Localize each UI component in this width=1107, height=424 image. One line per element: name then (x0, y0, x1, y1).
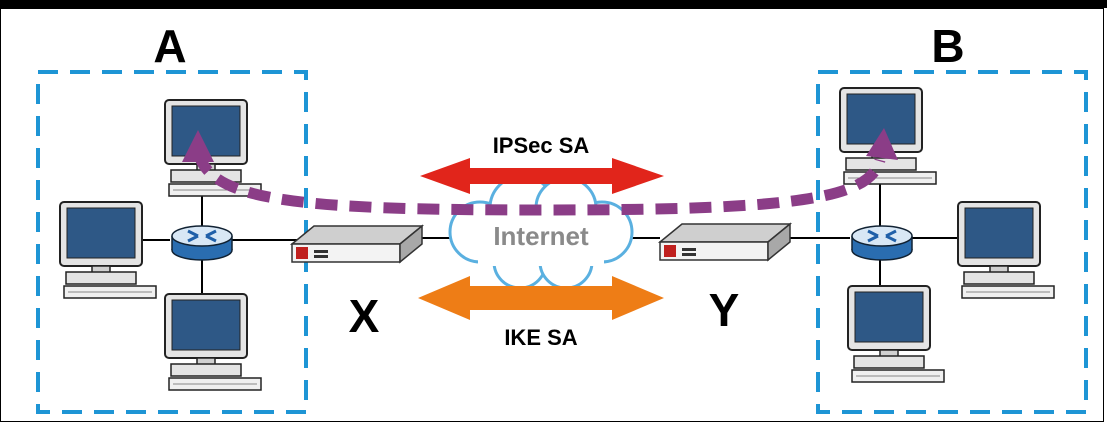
lan-a-computer-bottom-icon (164, 293, 262, 391)
lan-a-computer-left-icon (59, 201, 157, 299)
site-a-label: A (153, 20, 186, 72)
lan-a-router-icon (170, 224, 234, 262)
figure-caption-bar (0, 0, 1107, 8)
gateway-y-icon (659, 223, 791, 261)
internet-label: Internet (493, 221, 589, 251)
site-b-label: B (931, 20, 964, 72)
tunnel-arrowhead-b-icon (866, 128, 898, 160)
tunnel-arrowhead-a-icon (182, 130, 214, 162)
lan-b-computer-top-icon (839, 87, 937, 185)
lan-a-boundary (36, 70, 308, 414)
tunnel-path (192, 150, 886, 216)
gateway-x-label: X (349, 290, 380, 342)
internet-cloud-icon (448, 174, 634, 290)
ipsec-sa-label: IPSec SA (493, 133, 590, 158)
ike-sa-arrow (418, 276, 664, 320)
gateway-y-label: Y (709, 284, 740, 336)
gateway-x-icon (291, 225, 423, 263)
ike-sa-label: IKE SA (504, 325, 577, 350)
lan-b-boundary (816, 70, 1088, 414)
ipsec-sa-arrow (420, 158, 664, 194)
lan-b-computer-bottom-icon (847, 285, 945, 383)
lan-b-router-icon (850, 224, 914, 262)
lan-a-computer-top-icon (164, 99, 262, 197)
lan-b-computer-right-icon (957, 201, 1055, 299)
